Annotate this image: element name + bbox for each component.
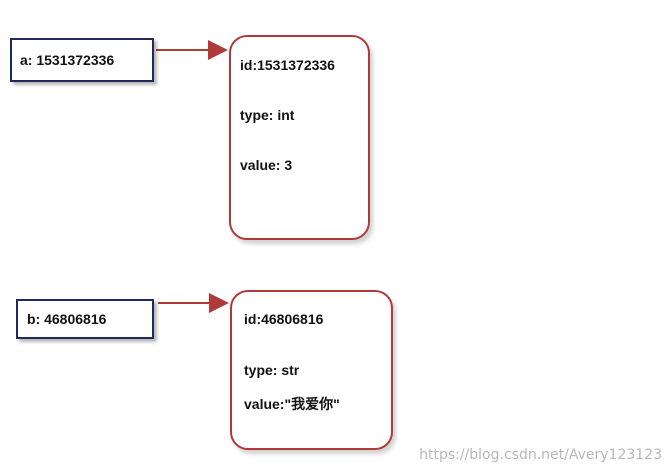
variable-a-label: a: 1531372336 bbox=[20, 52, 115, 68]
variable-box-b: b: 46806816 bbox=[16, 299, 154, 339]
watermark-url: https://blog.csdn.net/Avery123123 bbox=[419, 447, 662, 463]
object-int-type: type: int bbox=[240, 107, 295, 123]
object-int-value: value: 3 bbox=[240, 157, 293, 173]
variable-b-label: b: 46806816 bbox=[27, 311, 107, 327]
object-str-id: id:46806816 bbox=[244, 311, 324, 327]
object-box-int: id:1531372336 type: int value: 3 bbox=[229, 35, 370, 240]
object-int-id: id:1531372336 bbox=[240, 57, 335, 73]
object-str-value: value:"我爱你" bbox=[244, 396, 340, 412]
object-box-str: id:46806816 type: str value:"我爱你" bbox=[230, 290, 393, 450]
object-str-type: type: str bbox=[244, 362, 300, 378]
variable-box-a: a: 1531372336 bbox=[10, 38, 154, 82]
